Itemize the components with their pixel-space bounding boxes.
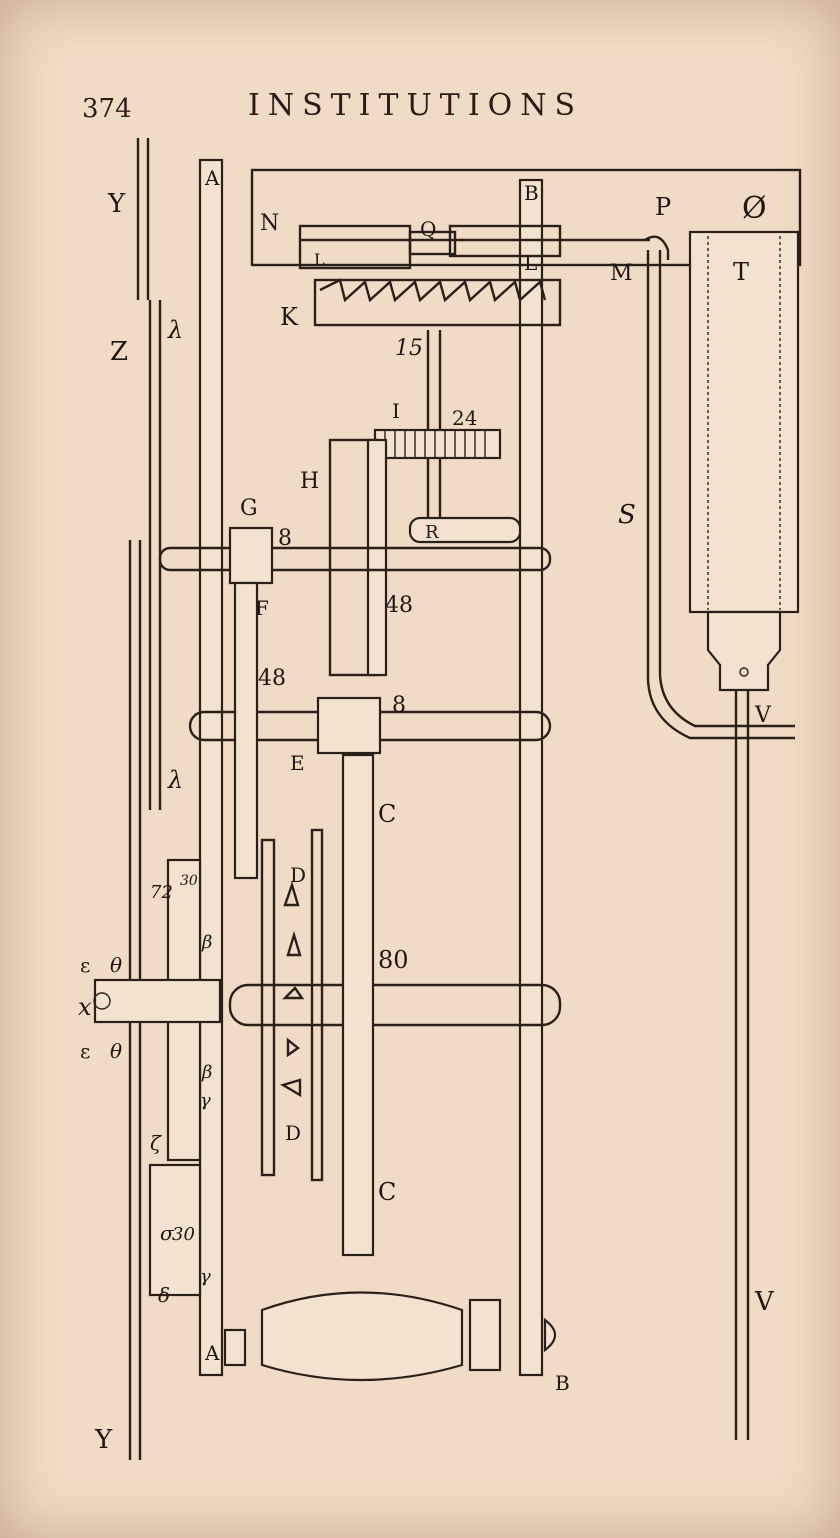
dial-d bbox=[260, 828, 324, 1182]
label-c-lower: C bbox=[378, 1178, 396, 1206]
gear-c bbox=[341, 753, 375, 1257]
label-72: 72 bbox=[150, 882, 173, 903]
label-g: G bbox=[240, 496, 258, 521]
label-a-bottom: A bbox=[204, 1341, 220, 1365]
label-e: E bbox=[290, 751, 305, 775]
label-sigma: σ bbox=[160, 1221, 175, 1245]
label-beta-upper: β bbox=[201, 932, 212, 953]
label-y-bottom: Y bbox=[94, 1425, 113, 1455]
label-epsilon-upper: ε bbox=[80, 953, 90, 977]
label-48-f: 48 bbox=[258, 666, 286, 691]
page-title: INSTITUTIONS bbox=[248, 88, 584, 123]
label-l-right: L bbox=[524, 251, 537, 275]
label-v-lower: V bbox=[754, 1287, 775, 1317]
label-f: F bbox=[255, 596, 269, 620]
gear-h bbox=[328, 438, 388, 677]
label-theta-upper: θ bbox=[110, 953, 122, 977]
label-c-upper: C bbox=[378, 800, 396, 828]
label-p: P bbox=[655, 193, 671, 221]
label-m: M bbox=[610, 261, 633, 286]
label-30-bottom: 30 bbox=[172, 1224, 195, 1245]
label-gamma-upper: γ bbox=[200, 1090, 211, 1111]
label-r: R bbox=[425, 522, 439, 543]
label-24: 24 bbox=[452, 406, 477, 430]
gear-e bbox=[316, 696, 382, 755]
label-b-bottom: B bbox=[555, 1371, 570, 1395]
label-s: S bbox=[618, 500, 636, 530]
top-housing bbox=[250, 168, 802, 692]
label-lambda-upper: λ bbox=[167, 316, 183, 344]
label-i: I bbox=[392, 399, 400, 423]
label-lambda-lower: λ bbox=[167, 766, 183, 794]
label-l-left: L bbox=[314, 250, 325, 269]
label-x: x bbox=[78, 993, 92, 1021]
label-8-g: 8 bbox=[278, 526, 292, 551]
gear-i-teeth bbox=[384, 430, 486, 458]
label-delta: δ bbox=[158, 1283, 170, 1307]
gear-f bbox=[233, 581, 259, 880]
label-y-top: Y bbox=[107, 189, 126, 219]
label-d-lower: D bbox=[285, 1121, 301, 1145]
label-t: T bbox=[733, 258, 749, 286]
label-theta-lower: θ bbox=[110, 1039, 122, 1063]
gear-g bbox=[228, 526, 274, 585]
dial-wheels bbox=[93, 858, 222, 1297]
label-k: K bbox=[280, 303, 299, 331]
label-15: 15 bbox=[395, 336, 423, 361]
label-48-h: 48 bbox=[385, 593, 413, 618]
label-h: H bbox=[300, 469, 319, 494]
page-number: 374 bbox=[82, 94, 132, 124]
label-d-upper: D bbox=[290, 863, 306, 887]
gear-i bbox=[373, 428, 502, 460]
frame-plate-b bbox=[518, 178, 544, 1377]
lever-shaft bbox=[408, 330, 522, 544]
label-n: N bbox=[260, 211, 279, 236]
label-gamma-lower: γ bbox=[200, 1266, 211, 1287]
label-b-top: B bbox=[524, 181, 539, 205]
rod-s bbox=[646, 250, 795, 1440]
label-beta-lower: β bbox=[201, 1062, 212, 1083]
frame-plate-a bbox=[198, 158, 224, 1377]
label-zeta: ζ bbox=[150, 1131, 162, 1155]
label-a-top: A bbox=[204, 166, 220, 190]
bottom-handle bbox=[223, 1291, 557, 1382]
label-30-top: 30 bbox=[180, 873, 198, 889]
label-phi: Ø bbox=[742, 191, 767, 226]
cylinder-t bbox=[688, 230, 800, 614]
label-80: 80 bbox=[378, 946, 409, 974]
label-q: Q bbox=[420, 217, 436, 241]
label-8-e: 8 bbox=[392, 693, 406, 718]
label-z: Z bbox=[110, 337, 128, 367]
label-v-upper: V bbox=[754, 703, 772, 728]
ratchet-k bbox=[298, 224, 670, 327]
label-epsilon-lower: ε bbox=[80, 1039, 90, 1063]
